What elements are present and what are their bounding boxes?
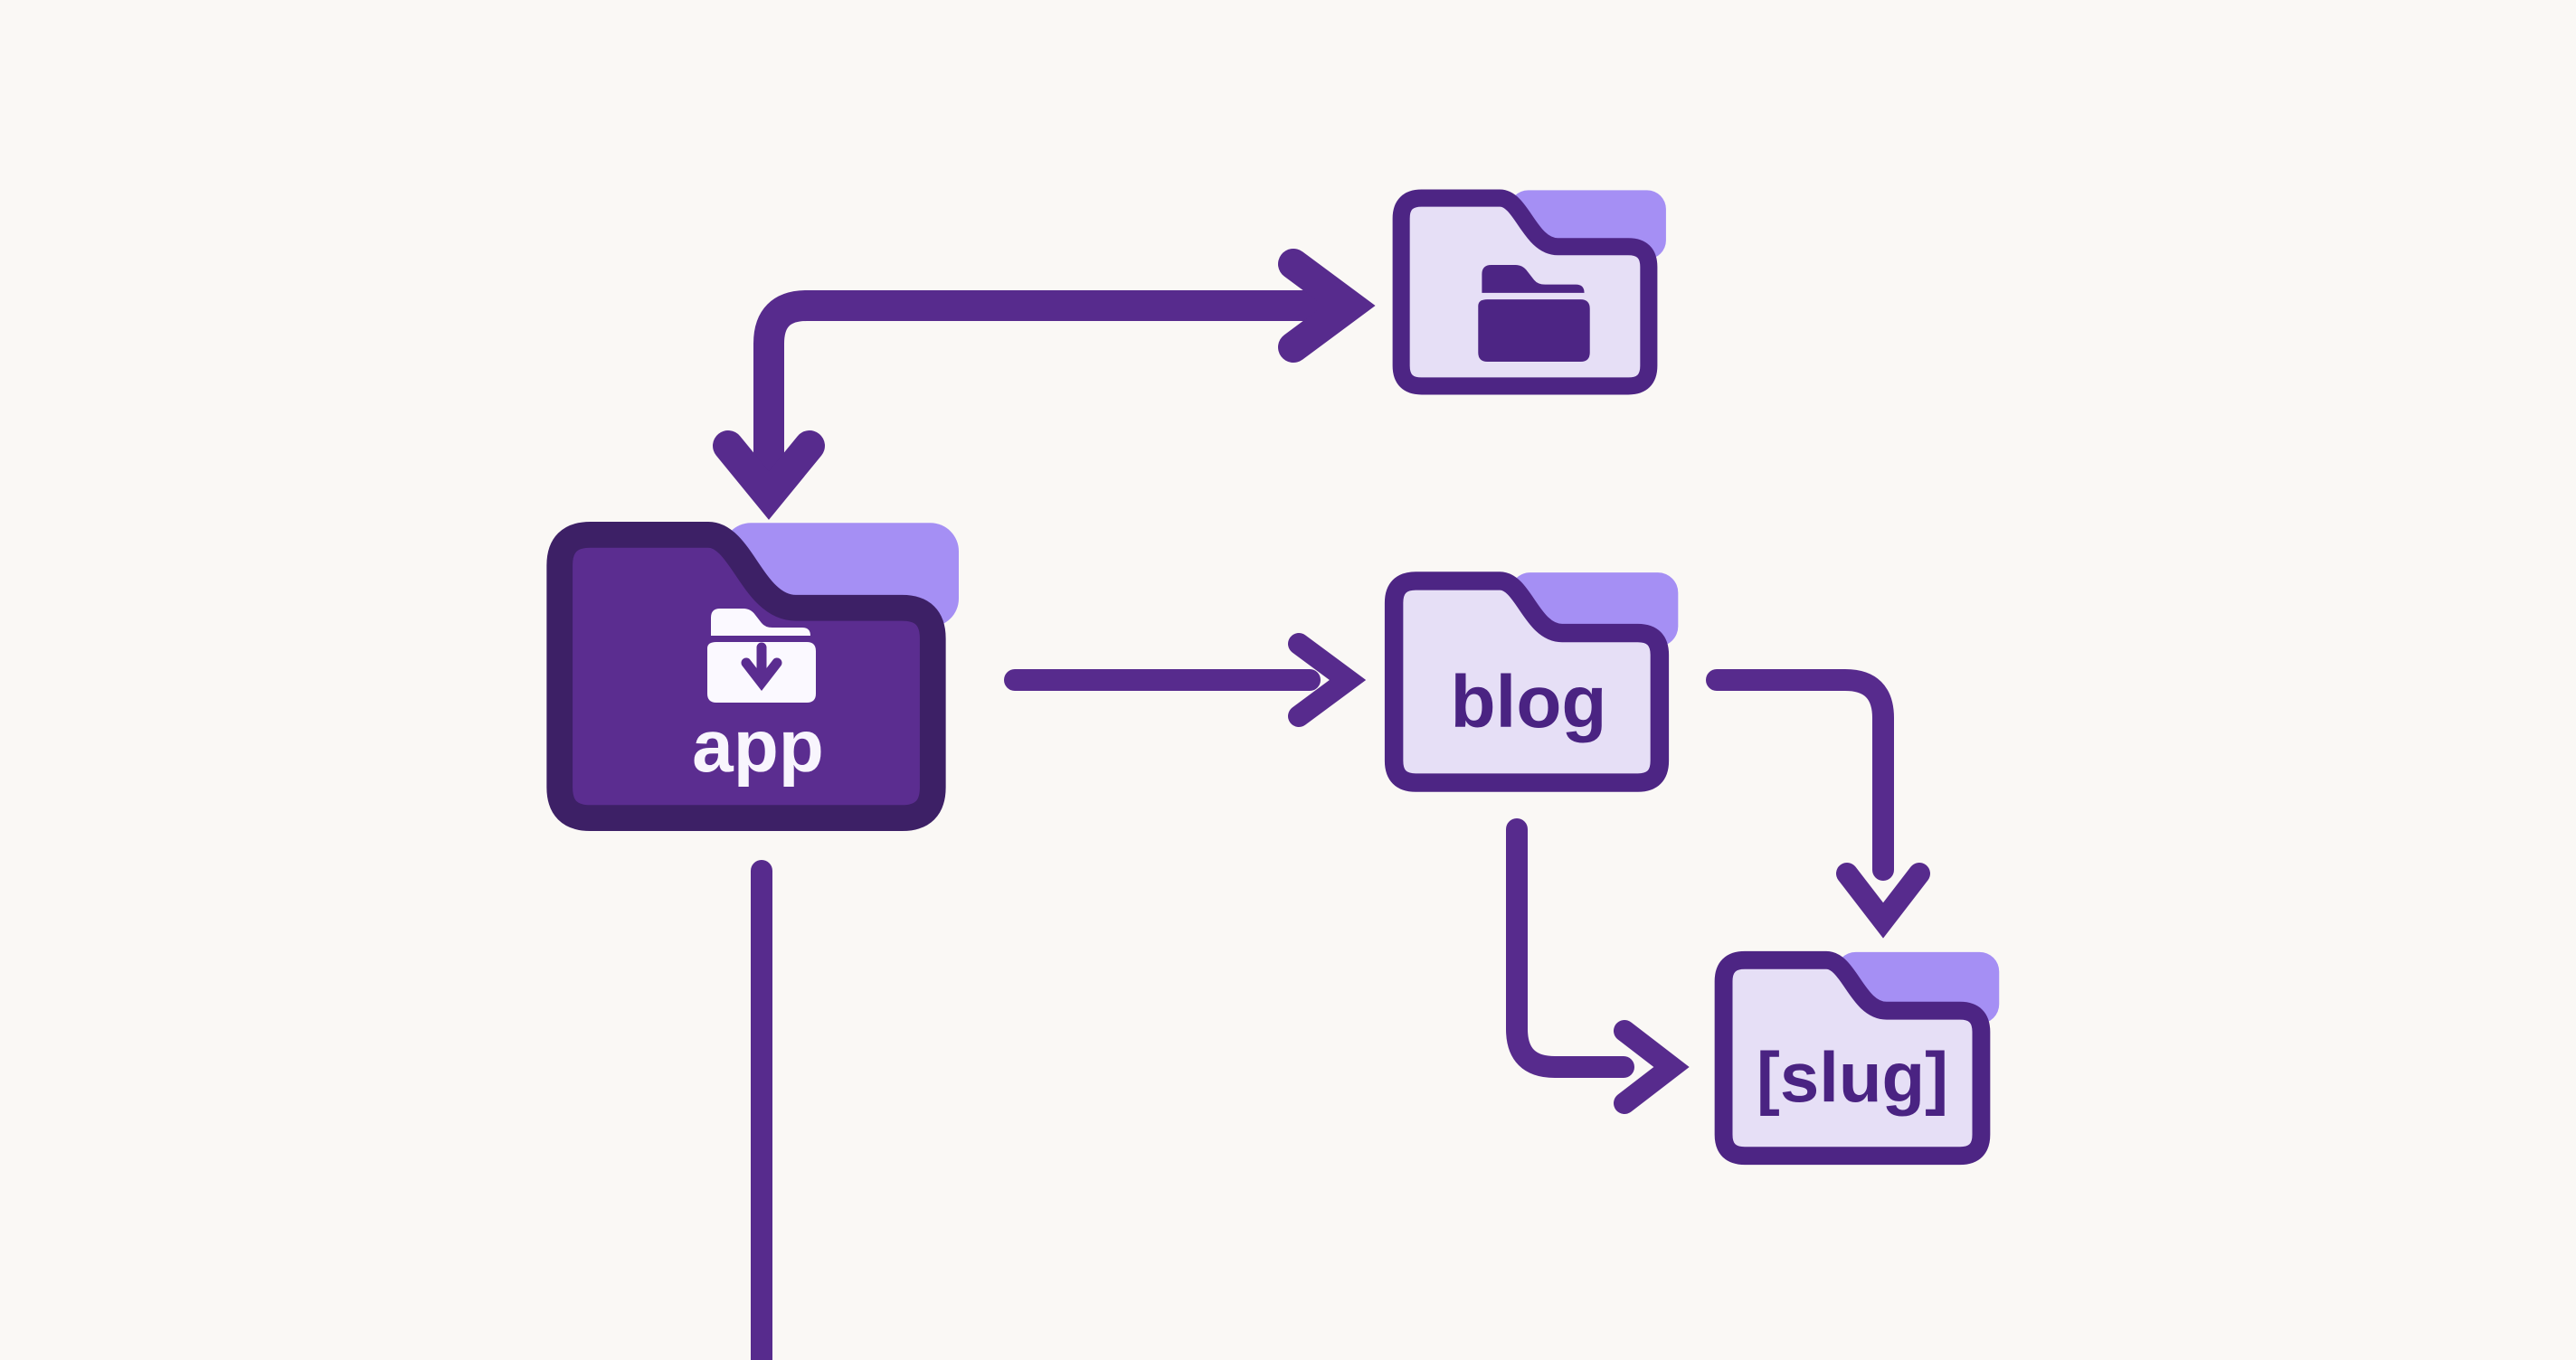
arrow-right-head-to-unlabeled-folder	[1278, 249, 1376, 363]
app-folder-label: app	[692, 705, 824, 788]
arrow-blog-to-slug-side-shaft	[1506, 818, 1634, 1078]
arrow-branch-to-unlabeled-folder-and-app	[713, 249, 1376, 520]
arrow-app-to-blog-head	[1288, 633, 1367, 727]
slug-folder-label: [slug]	[1757, 1037, 1948, 1117]
arrow-blog-to-slug-top-head	[1836, 863, 1930, 939]
arrow-blog-to-slug-top-shaft	[1706, 669, 1894, 881]
folder-node-blog: blog	[1394, 572, 1679, 783]
folder-node-app: app	[559, 523, 959, 818]
folder-node-unlabeled	[1401, 190, 1666, 386]
folder-node-slug: [slug]	[1723, 951, 2000, 1157]
arrow-blog-to-slug-side-head	[1614, 1020, 1690, 1114]
arrow-branch-shaft	[753, 290, 1331, 475]
folder-arrow-down-icon	[707, 609, 816, 703]
arrow-app-to-blog	[1004, 633, 1367, 727]
arrow-down-head-to-app-folder	[713, 430, 825, 520]
arrow-blog-to-slug-top	[1706, 669, 1930, 939]
arrow-blog-to-slug-side	[1506, 818, 1690, 1114]
blog-folder-label: blog	[1450, 661, 1606, 743]
